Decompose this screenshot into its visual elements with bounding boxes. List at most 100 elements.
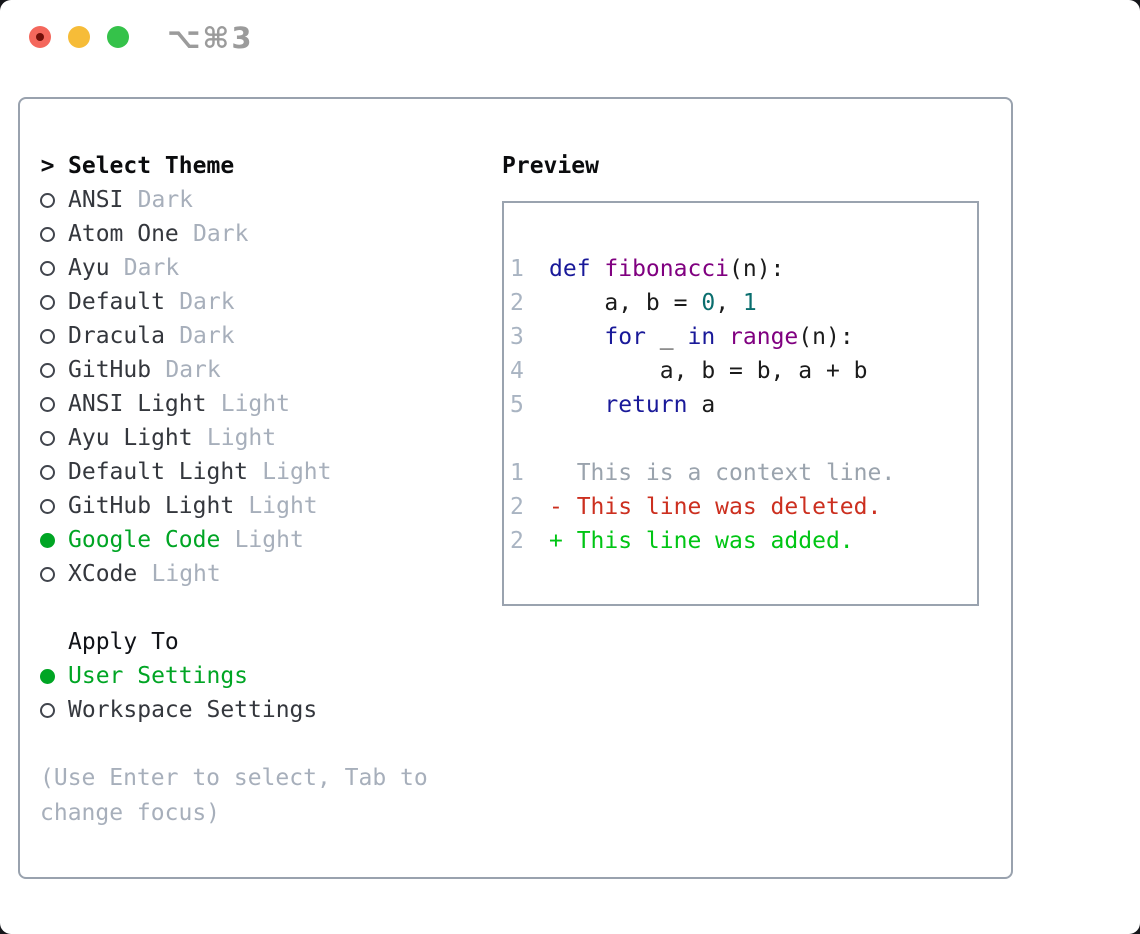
theme-name: GitHub	[68, 357, 152, 383]
token-plain: a, b =	[549, 290, 702, 316]
theme-option-google-code[interactable]: Google Code Light	[40, 523, 472, 557]
diff-line-deleted: 2 - This line was deleted.	[510, 490, 969, 524]
theme-variant: Dark	[123, 255, 180, 281]
token-function: range	[729, 324, 799, 350]
theme-variant: Dark	[179, 323, 235, 349]
theme-name: Google Code	[68, 527, 221, 553]
token-plain	[549, 392, 604, 418]
theme-variant: Dark	[193, 221, 249, 247]
line-number: 3	[510, 324, 524, 350]
theme-option-atom-one-dark[interactable]: Atom One Dark	[40, 217, 472, 251]
radio-icon	[40, 498, 55, 514]
token-function: fibonacci	[604, 256, 730, 282]
theme-name: ANSI Light	[68, 391, 207, 417]
theme-variant: Light	[220, 391, 290, 417]
theme-name: GitHub Light	[68, 493, 235, 519]
apply-to-title: Apply To	[68, 629, 179, 655]
preview-title: Preview	[502, 153, 599, 179]
theme-variant: Dark	[179, 289, 235, 315]
theme-column: > Select Theme ANSI Dark Atom One Dark A…	[40, 149, 472, 831]
blank-line	[510, 422, 969, 456]
apply-option-user-settings[interactable]: User Settings	[40, 659, 472, 693]
titlebar: ⌥⌘3	[0, 0, 1140, 75]
diff-deleted-text: - This line was deleted.	[549, 494, 882, 520]
line-number: 1	[510, 460, 524, 486]
cursor-icon: >	[40, 153, 55, 179]
theme-name: Default	[68, 289, 165, 315]
token-plain: (n):	[729, 256, 785, 282]
code-content: a, b = b, a + b	[549, 354, 868, 388]
diff-line-context: 1 This is a context line.	[510, 456, 969, 490]
line-number: 2	[510, 528, 524, 554]
code-content: def fibonacci(n):	[549, 252, 784, 286]
theme-name: Atom One	[68, 221, 179, 247]
theme-option-default-dark[interactable]: Default Dark	[40, 285, 472, 319]
theme-variant: Light	[151, 561, 221, 587]
theme-variant: Light	[262, 459, 332, 485]
diff-line-added: 2 + This line was added.	[510, 524, 969, 558]
line-number: 2	[510, 290, 524, 316]
token-plain: a, b = b, a + b	[549, 358, 868, 384]
close-button[interactable]	[29, 26, 51, 48]
theme-option-ansi-dark[interactable]: ANSI Dark	[40, 183, 472, 217]
theme-variant: Light	[234, 527, 304, 553]
theme-variant: Dark	[165, 357, 221, 383]
radio-icon	[40, 362, 55, 378]
theme-option-github-light[interactable]: GitHub Light Light	[40, 489, 472, 523]
theme-option-ansi-light[interactable]: ANSI Light Light	[40, 387, 472, 421]
theme-variant: Light	[248, 493, 318, 519]
code-line: 2 a, b = 0, 1	[510, 286, 969, 320]
token-keyword: return	[604, 392, 688, 418]
theme-name: XCode	[68, 561, 138, 587]
radio-icon	[40, 328, 55, 344]
token-plain	[715, 324, 729, 350]
zoom-button[interactable]	[107, 26, 129, 48]
radio-icon	[40, 430, 55, 446]
theme-option-ayu-dark[interactable]: Ayu Dark	[40, 251, 472, 285]
theme-name: Dracula	[68, 323, 165, 349]
code-content: return a	[549, 388, 715, 422]
radio-icon	[40, 464, 55, 480]
radio-icon	[40, 396, 55, 412]
theme-option-default-light[interactable]: Default Light Light	[40, 455, 472, 489]
token-literal: 0	[701, 290, 716, 316]
radio-icon	[40, 192, 55, 208]
radio-icon	[40, 294, 55, 310]
theme-list-title-text: Select Theme	[68, 153, 235, 179]
line-number: 5	[510, 392, 524, 418]
apply-option-label: Workspace Settings	[68, 697, 318, 723]
theme-option-xcode[interactable]: XCode Light	[40, 557, 472, 591]
minimize-button[interactable]	[68, 26, 90, 48]
token-plain: a	[687, 392, 716, 418]
apply-option-workspace-settings[interactable]: Workspace Settings	[40, 693, 472, 727]
theme-name: ANSI	[68, 187, 124, 213]
token-plain	[549, 324, 604, 350]
radio-icon	[40, 260, 55, 276]
theme-option-github-dark[interactable]: GitHub Dark	[40, 353, 472, 387]
diff-added-text: + This line was added.	[549, 528, 854, 554]
token-keyword: for	[604, 324, 646, 350]
line-number: 2	[510, 494, 524, 520]
window-shortcut-label: ⌥⌘3	[167, 21, 254, 55]
token-literal: 1	[742, 290, 757, 316]
theme-name: Ayu Light	[68, 425, 193, 451]
main-panel: > Select Theme ANSI Dark Atom One Dark A…	[18, 97, 1013, 879]
preview-column: Preview 1 def fibonacci(n): 2 a, b = 0, …	[502, 149, 979, 606]
code-content: a, b = 0, 1	[549, 286, 757, 320]
token-plain: _	[645, 324, 688, 350]
theme-variant: Dark	[137, 187, 194, 213]
theme-option-dracula-dark[interactable]: Dracula Dark	[40, 319, 472, 353]
line-number: 4	[510, 358, 524, 384]
theme-list-title: > Select Theme	[40, 149, 472, 183]
code-line: 4 a, b = b, a + b	[510, 354, 969, 388]
token-plain: (n):	[798, 324, 854, 350]
diff-context-text: This is a context line.	[549, 460, 896, 486]
token-keyword: def	[549, 256, 605, 282]
theme-name: Default Light	[68, 459, 249, 485]
theme-option-ayu-light[interactable]: Ayu Light Light	[40, 421, 472, 455]
code-line: 1 def fibonacci(n):	[510, 252, 969, 286]
theme-variant: Light	[206, 425, 277, 451]
keyboard-hint: (Use Enter to select, Tab to change focu…	[40, 765, 428, 826]
code-line: 3 for _ in range(n):	[510, 320, 969, 354]
